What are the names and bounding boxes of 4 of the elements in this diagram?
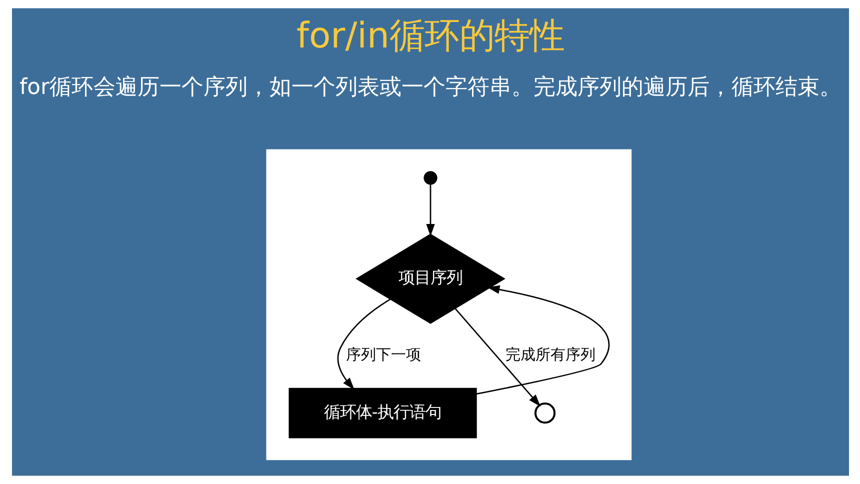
label: for循环会遍历一个序列，如一个列表或一个字符串。完成序列的遍历后，循环结束。 bbox=[19, 74, 841, 100]
diagram-title: for/in循环的特性 bbox=[296, 15, 564, 56]
edge-label: 完成所有序列 bbox=[504, 346, 595, 364]
edge-label: 序列下一项 bbox=[345, 346, 420, 364]
